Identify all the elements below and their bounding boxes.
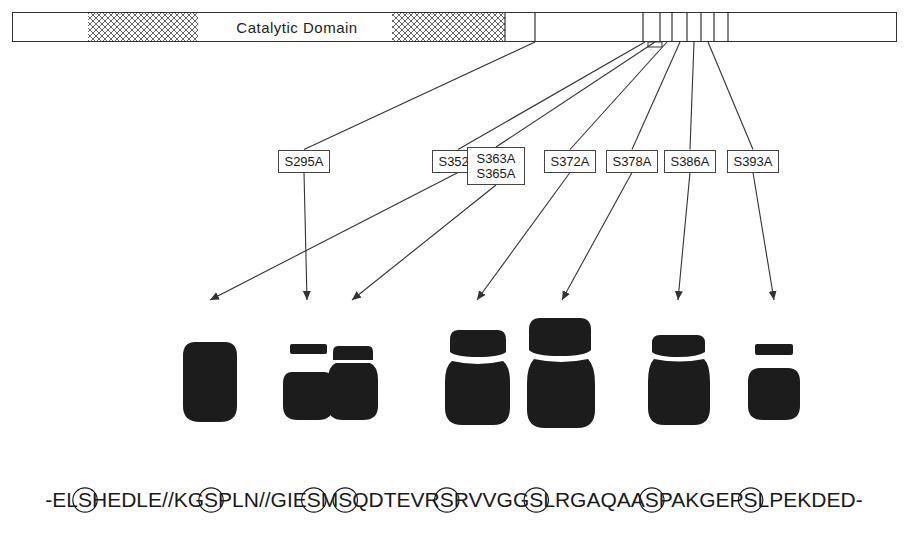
peptide-sequence: -ELSHEDLE//KGSPLN//GIESMSQDTEVRSRVVGGSLR… [45,488,862,512]
domain-label: Catalytic Domain [232,19,361,36]
mutation-label: S372A [550,154,589,169]
connector [690,42,694,150]
small-segment [648,42,662,47]
mutation-label: S386A [670,154,709,169]
mutation-box: S393A [727,150,778,173]
mutation-box: S372A [544,150,595,173]
mutation-label: S363A S365A [473,151,519,181]
segment-dividers [505,12,728,42]
mutation-label: S378A [612,154,651,169]
hatched-region [88,13,198,41]
mutation-box: S386A [664,150,715,173]
connector [458,42,645,150]
hatched-region [392,13,505,41]
connector [570,42,667,150]
connector [708,42,753,150]
lane-arrow [352,185,496,300]
connector [496,42,655,147]
mutation-label: S295A [284,154,323,169]
mutation-box: S378A [606,150,657,173]
mutation-box: S363A S365A [467,147,525,185]
mutation-box: S295A [278,150,329,173]
lane-arrow [562,173,632,301]
connector [304,42,535,150]
mutation-label: S393A [733,154,772,169]
connector [632,42,680,150]
lane-arrow [210,173,458,301]
lane-arrow [477,173,570,301]
gel-bands [183,318,800,428]
lane-arrow [753,173,774,301]
lane-arrow [678,173,690,301]
lane-arrow [304,173,307,301]
domain-bar: Catalytic Domain [12,12,897,42]
